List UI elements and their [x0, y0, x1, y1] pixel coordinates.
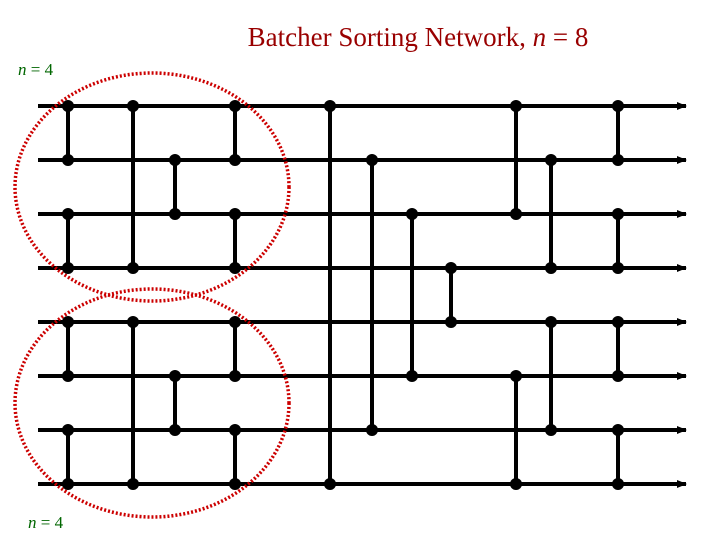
- subnetwork-highlight-top: [13, 71, 291, 303]
- comparator: [169, 154, 181, 220]
- comparator-node: [612, 208, 624, 220]
- comparator-node: [545, 424, 557, 436]
- comparator-node: [510, 370, 522, 382]
- comparator-node: [229, 154, 241, 166]
- comparator: [545, 316, 557, 436]
- comparator-node: [62, 208, 74, 220]
- comparator-node: [229, 370, 241, 382]
- comparator-node: [127, 478, 139, 490]
- comparator-node: [229, 262, 241, 274]
- comparator-node: [229, 478, 241, 490]
- comparator: [612, 100, 624, 166]
- comparator-node: [169, 370, 181, 382]
- comparator-node: [324, 478, 336, 490]
- comparator-node: [127, 100, 139, 112]
- comparator-node: [510, 100, 522, 112]
- comparator: [612, 424, 624, 490]
- comparator: [229, 316, 241, 382]
- comparator-node: [612, 370, 624, 382]
- comparator-node: [612, 316, 624, 328]
- comparator-node: [62, 154, 74, 166]
- comparator: [127, 316, 139, 490]
- comparator-node: [229, 208, 241, 220]
- comparator-node: [366, 154, 378, 166]
- top-group-label: n = 4: [18, 60, 54, 79]
- comparator-node: [62, 478, 74, 490]
- comparator: [545, 154, 557, 274]
- comparator: [510, 370, 522, 490]
- comparator-node: [612, 262, 624, 274]
- comparator-node: [62, 424, 74, 436]
- comparator-node: [127, 262, 139, 274]
- comparator-node: [406, 370, 418, 382]
- comparator-node: [229, 316, 241, 328]
- comparator: [366, 154, 378, 436]
- comparator: [229, 100, 241, 166]
- comparator: [510, 100, 522, 220]
- comparator-node: [62, 316, 74, 328]
- comparator-node: [366, 424, 378, 436]
- comparator: [62, 316, 74, 382]
- comparator-node: [62, 262, 74, 274]
- comparator-node: [612, 100, 624, 112]
- comparator-node: [445, 316, 457, 328]
- comparator-node: [510, 478, 522, 490]
- comparator: [62, 100, 74, 166]
- comparator-node: [612, 154, 624, 166]
- comparator-node: [229, 100, 241, 112]
- comparator-node: [612, 478, 624, 490]
- comparator-node: [169, 424, 181, 436]
- comparator: [62, 208, 74, 274]
- comparator-node: [612, 424, 624, 436]
- comparator-node: [545, 262, 557, 274]
- comparator-node: [545, 154, 557, 166]
- comparator: [62, 424, 74, 490]
- comparator-node: [545, 316, 557, 328]
- bottom-group-label: n = 4: [28, 513, 64, 532]
- comparator: [127, 100, 139, 274]
- comparator-node: [510, 208, 522, 220]
- diagram-title: Batcher Sorting Network, n = 8: [247, 22, 589, 52]
- comparator: [229, 424, 241, 490]
- comparator-node: [406, 208, 418, 220]
- comparator-node: [62, 100, 74, 112]
- comparator: [324, 100, 336, 490]
- subnetwork-highlight-bottom: [13, 287, 291, 519]
- comparator: [445, 262, 457, 328]
- comparator: [169, 370, 181, 436]
- comparator-node: [324, 100, 336, 112]
- comparator-node: [169, 154, 181, 166]
- comparator: [612, 316, 624, 382]
- comparator-node: [169, 208, 181, 220]
- comparator-node: [62, 370, 74, 382]
- comparator-node: [445, 262, 457, 274]
- comparator: [229, 208, 241, 274]
- comparator: [406, 208, 418, 382]
- comparator: [612, 208, 624, 274]
- comparator-node: [127, 316, 139, 328]
- comparator-node: [229, 424, 241, 436]
